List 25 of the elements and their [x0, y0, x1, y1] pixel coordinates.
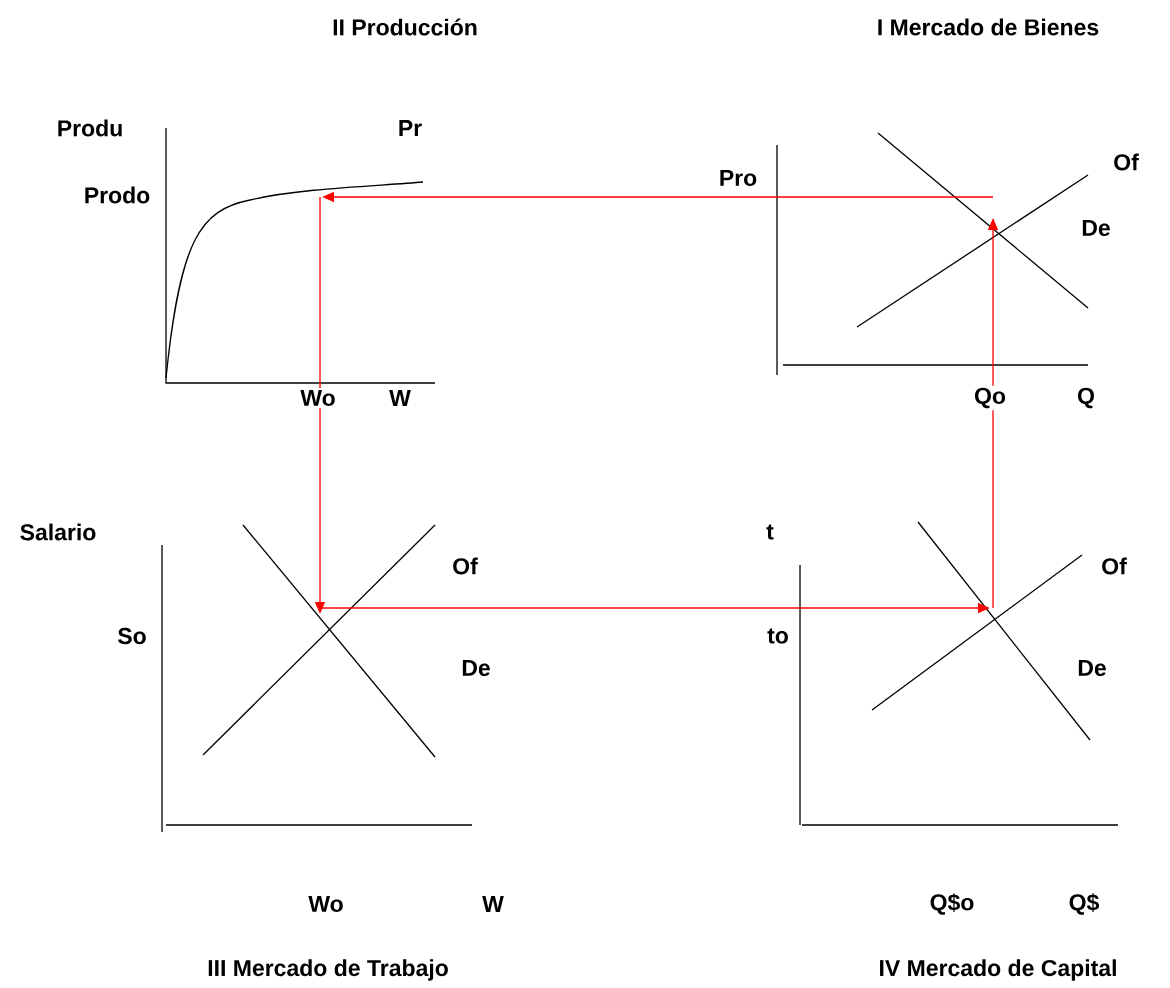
value-label: Prodo [81, 184, 153, 206]
axis-label: Salario [17, 521, 99, 543]
curve-label: Pr [395, 118, 425, 138]
value-label: So [115, 625, 149, 647]
value-label: Pro [716, 167, 760, 188]
panel-title: I Mercado de Bienes [874, 16, 1102, 38]
axis-label: Produ [54, 117, 126, 139]
panel-title: III Mercado de Trabajo [205, 957, 451, 983]
axis-label: t [764, 522, 776, 542]
panel-title: II Producción [330, 16, 480, 38]
value-label: Q$o [927, 891, 977, 917]
value-label: Wo [306, 893, 346, 914]
value-label: to [765, 626, 791, 646]
curve-label: Of [450, 555, 480, 577]
curve-label: Of [1111, 151, 1141, 173]
value-label: Wo [298, 387, 338, 408]
curve-label: De [1075, 657, 1109, 678]
panel-title: IV Mercado de Capital [876, 957, 1120, 983]
curve-label: De [459, 657, 493, 678]
axis-label: Q [1075, 385, 1097, 411]
curve-label: Of [1099, 555, 1129, 577]
axis-label: W [480, 894, 506, 914]
curve-label: De [1079, 217, 1113, 238]
value-label: Qo [972, 385, 1008, 411]
axis-label: Q$ [1066, 891, 1102, 917]
